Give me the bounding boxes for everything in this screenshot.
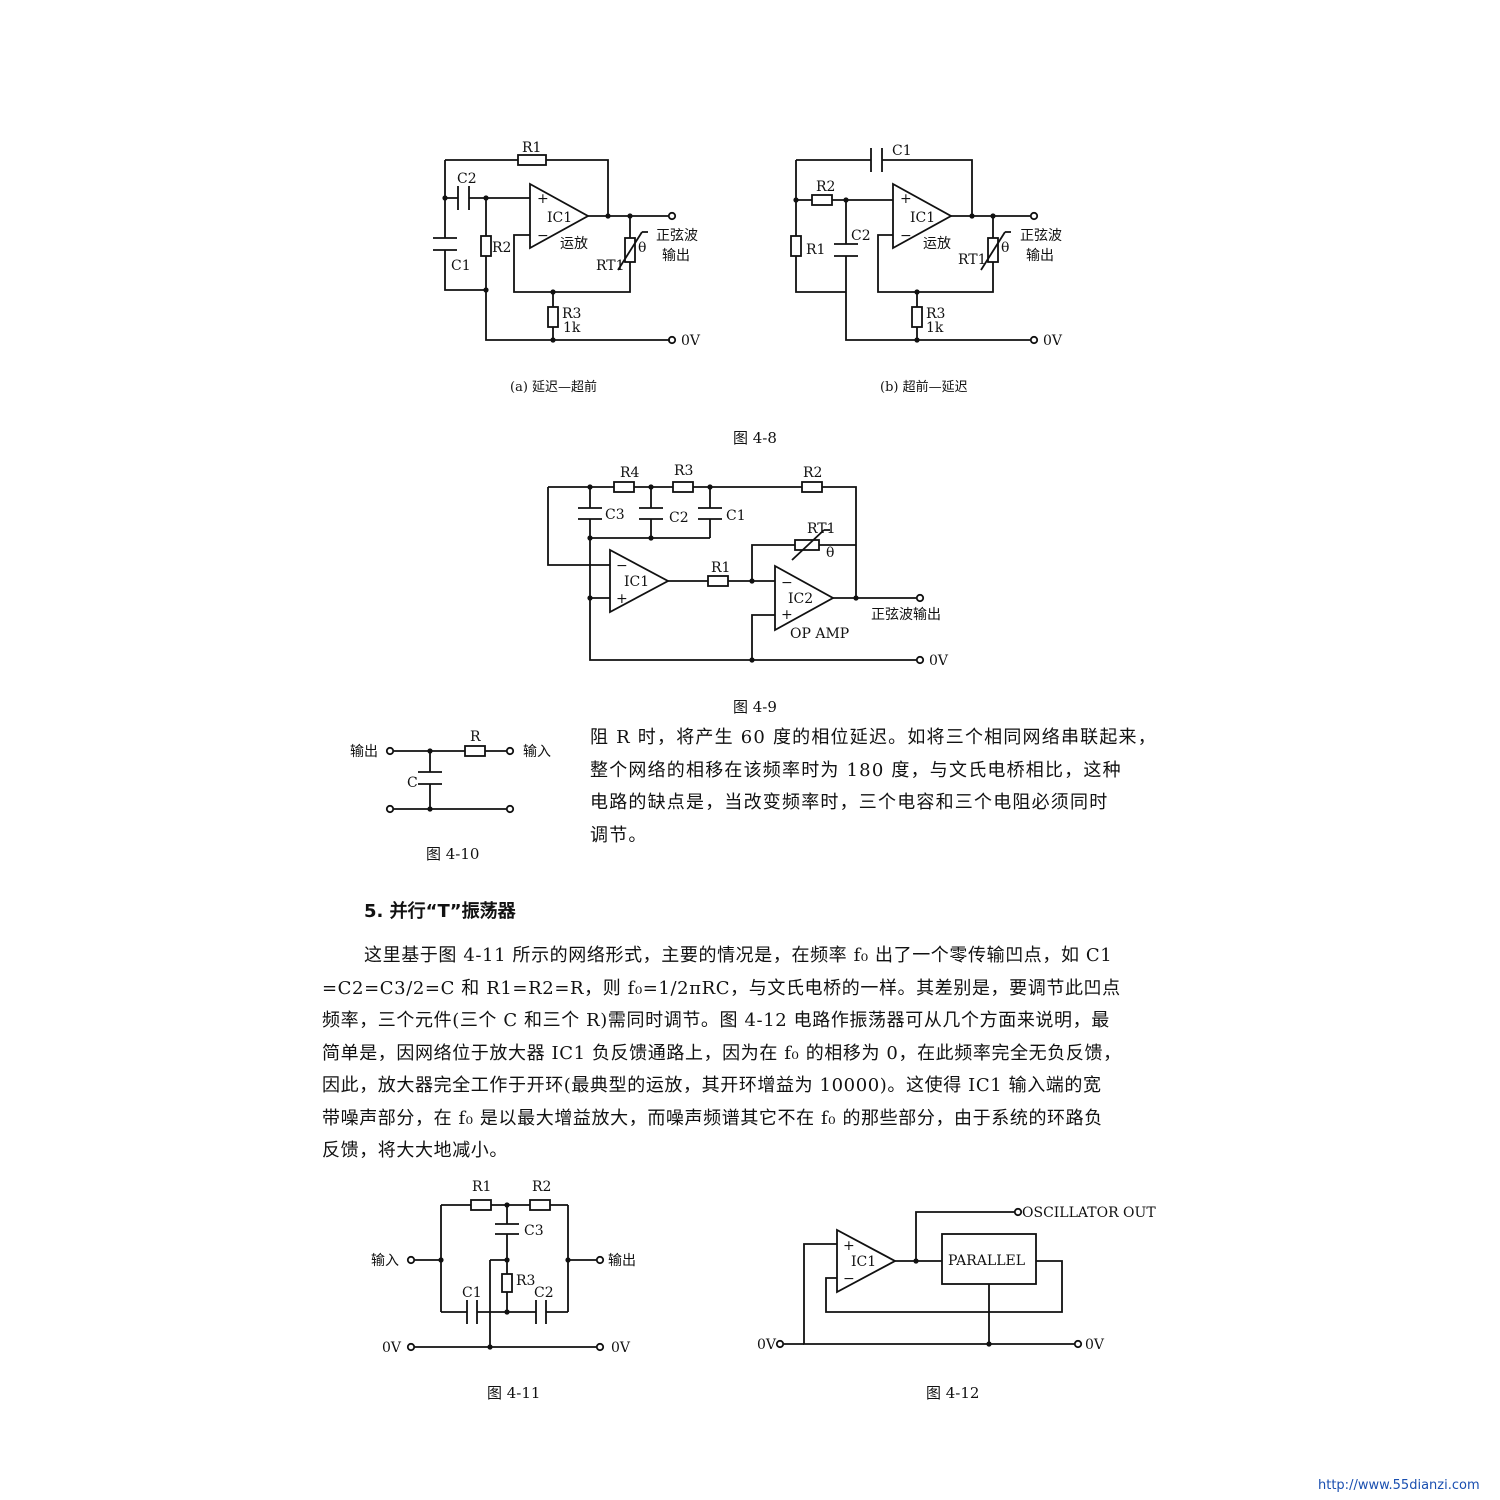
fig-4-8b-wires bbox=[790, 148, 1039, 345]
label: 输入 bbox=[523, 744, 551, 760]
paragraph-continuation: 阻 R 时，将产生 60 度的相位延迟。如将三个相同网络串联起来， 整个网络的相… bbox=[590, 722, 1157, 852]
text-line: 电路的缺点是，当改变频率时，三个电容和三个电阻必须同时 bbox=[590, 792, 1109, 813]
label: OSCILLATOR OUT bbox=[1022, 1205, 1156, 1221]
label: IC1 bbox=[547, 210, 572, 226]
label: θ bbox=[1001, 240, 1009, 256]
label: C1 bbox=[462, 1285, 482, 1301]
label: C2 bbox=[851, 228, 871, 244]
label: RT1 bbox=[958, 252, 987, 268]
text-line: =C2=C3/2=C 和 R1=R2=R，则 f₀=1/2πRC，与文氏电桥的一… bbox=[322, 977, 1121, 999]
label: R3 bbox=[516, 1273, 535, 1289]
label: C2 bbox=[457, 171, 477, 187]
fig-4-10-caption: 图 4-10 bbox=[426, 845, 479, 863]
text-line: 阻 R 时，将产生 60 度的相位延迟。如将三个相同网络串联起来， bbox=[590, 727, 1157, 748]
fig-4-11-wires bbox=[406, 1199, 605, 1352]
label: θ bbox=[638, 240, 646, 256]
label: OP AMP bbox=[790, 626, 849, 642]
label: − bbox=[843, 1271, 855, 1287]
label: 0V bbox=[681, 333, 701, 349]
text-line: 带噪声部分，在 f₀ 是以最大增益放大，而噪声频谱其它不在 f₀ 的那些部分，由… bbox=[322, 1107, 1103, 1129]
label: C1 bbox=[726, 508, 746, 524]
fig-4-8a-wires bbox=[433, 154, 677, 345]
label: + bbox=[616, 591, 628, 607]
label: R3 bbox=[562, 306, 581, 322]
text-line: 整个网络的相移在该频率时为 180 度，与文氏电桥相比，这种 bbox=[590, 759, 1122, 781]
label: C3 bbox=[524, 1223, 544, 1239]
fig-4-9-caption: 图 4-9 bbox=[733, 698, 777, 716]
label: 0V bbox=[757, 1337, 777, 1353]
label: IC1 bbox=[910, 210, 935, 226]
label: R1 bbox=[522, 140, 541, 156]
label: − bbox=[781, 575, 793, 591]
fig-4-10-wires bbox=[385, 745, 515, 814]
label: 正弦波输出 bbox=[871, 607, 941, 623]
text-line: 反馈，将大大地减小。 bbox=[322, 1140, 508, 1161]
text-line: 这里基于图 4-11 所示的网络形式，主要的情况是，在频率 f₀ 出了一个零传输… bbox=[364, 945, 1113, 966]
label: 运放 bbox=[923, 236, 951, 252]
fig-4-11-caption: 图 4-11 bbox=[487, 1384, 540, 1402]
label: C1 bbox=[451, 258, 471, 274]
label: R4 bbox=[620, 465, 640, 481]
label: R3 bbox=[926, 306, 945, 322]
label: 正弦波 bbox=[656, 228, 698, 244]
label: R2 bbox=[492, 240, 511, 256]
label: R3 bbox=[674, 463, 693, 479]
label: R2 bbox=[803, 465, 822, 481]
watermark-url: http://www.55dianzi.com bbox=[1318, 1478, 1480, 1493]
label: + bbox=[537, 191, 549, 207]
fig-4-12-caption: 图 4-12 bbox=[926, 1384, 979, 1402]
label: C bbox=[407, 775, 418, 791]
label: 正弦波 bbox=[1020, 228, 1062, 244]
label: 输出 bbox=[1026, 248, 1054, 264]
fig-4-8b-caption: (b) 超前—延迟 bbox=[880, 379, 968, 395]
label: 0V bbox=[1043, 333, 1063, 349]
label: 输出 bbox=[350, 744, 378, 760]
label: 0V bbox=[1085, 1337, 1105, 1353]
label: IC2 bbox=[788, 591, 813, 607]
fig-4-8a-caption: (a) 延迟—超前 bbox=[510, 379, 597, 395]
label: 运放 bbox=[560, 236, 588, 252]
label: R bbox=[470, 729, 481, 745]
label: C3 bbox=[605, 507, 625, 523]
label: C2 bbox=[534, 1285, 554, 1301]
text-line: 简单是，因网络位于放大器 IC1 负反馈通路上，因为在 f₀ 的相移为 0，在此… bbox=[322, 1042, 1122, 1064]
junction-dots bbox=[427, 195, 996, 1350]
label: IC1 bbox=[624, 574, 649, 590]
label: θ bbox=[826, 545, 834, 561]
label: 0V bbox=[611, 1340, 631, 1356]
label: 输出 bbox=[662, 248, 690, 264]
text-line: 因此，放大器完全工作于开环(最典型的运放，其开环增益为 10000)。这使得 I… bbox=[322, 1075, 1102, 1096]
label: 1k bbox=[563, 320, 581, 336]
label: R1 bbox=[711, 560, 730, 576]
text-line: 频率，三个元件(三个 C 和三个 R)需同时调节。图 4-12 电路作振荡器可从… bbox=[322, 1010, 1110, 1031]
label: 0V bbox=[929, 653, 949, 669]
label: R1 bbox=[472, 1179, 491, 1195]
label: 输出 bbox=[608, 1253, 636, 1269]
label: − bbox=[900, 228, 912, 244]
label: R2 bbox=[532, 1179, 551, 1195]
label: + bbox=[900, 191, 912, 207]
paragraph-parallel-t: 这里基于图 4-11 所示的网络形式，主要的情况是，在频率 f₀ 出了一个零传输… bbox=[322, 940, 1122, 1168]
label: 0V bbox=[382, 1340, 402, 1356]
label: 1k bbox=[926, 320, 944, 336]
label: + bbox=[843, 1238, 855, 1254]
label: C1 bbox=[892, 143, 912, 159]
label: + bbox=[781, 607, 793, 623]
label: − bbox=[537, 228, 549, 244]
text-line: 调节。 bbox=[590, 824, 648, 846]
label: IC1 bbox=[851, 1254, 876, 1270]
label: RT1 bbox=[807, 521, 836, 537]
label: PARALLEL bbox=[948, 1253, 1025, 1269]
label: RT1 bbox=[596, 258, 625, 274]
label: − bbox=[616, 558, 628, 574]
fig-4-8-caption: 图 4-8 bbox=[733, 429, 777, 447]
label: R2 bbox=[816, 179, 835, 195]
label: 输入 bbox=[371, 1253, 399, 1269]
label: R1 bbox=[806, 242, 825, 258]
label: C2 bbox=[669, 510, 689, 526]
section-title: 5. 并行“T”振荡器 bbox=[364, 901, 516, 922]
fig-4-12-wires bbox=[775, 1207, 1083, 1349]
